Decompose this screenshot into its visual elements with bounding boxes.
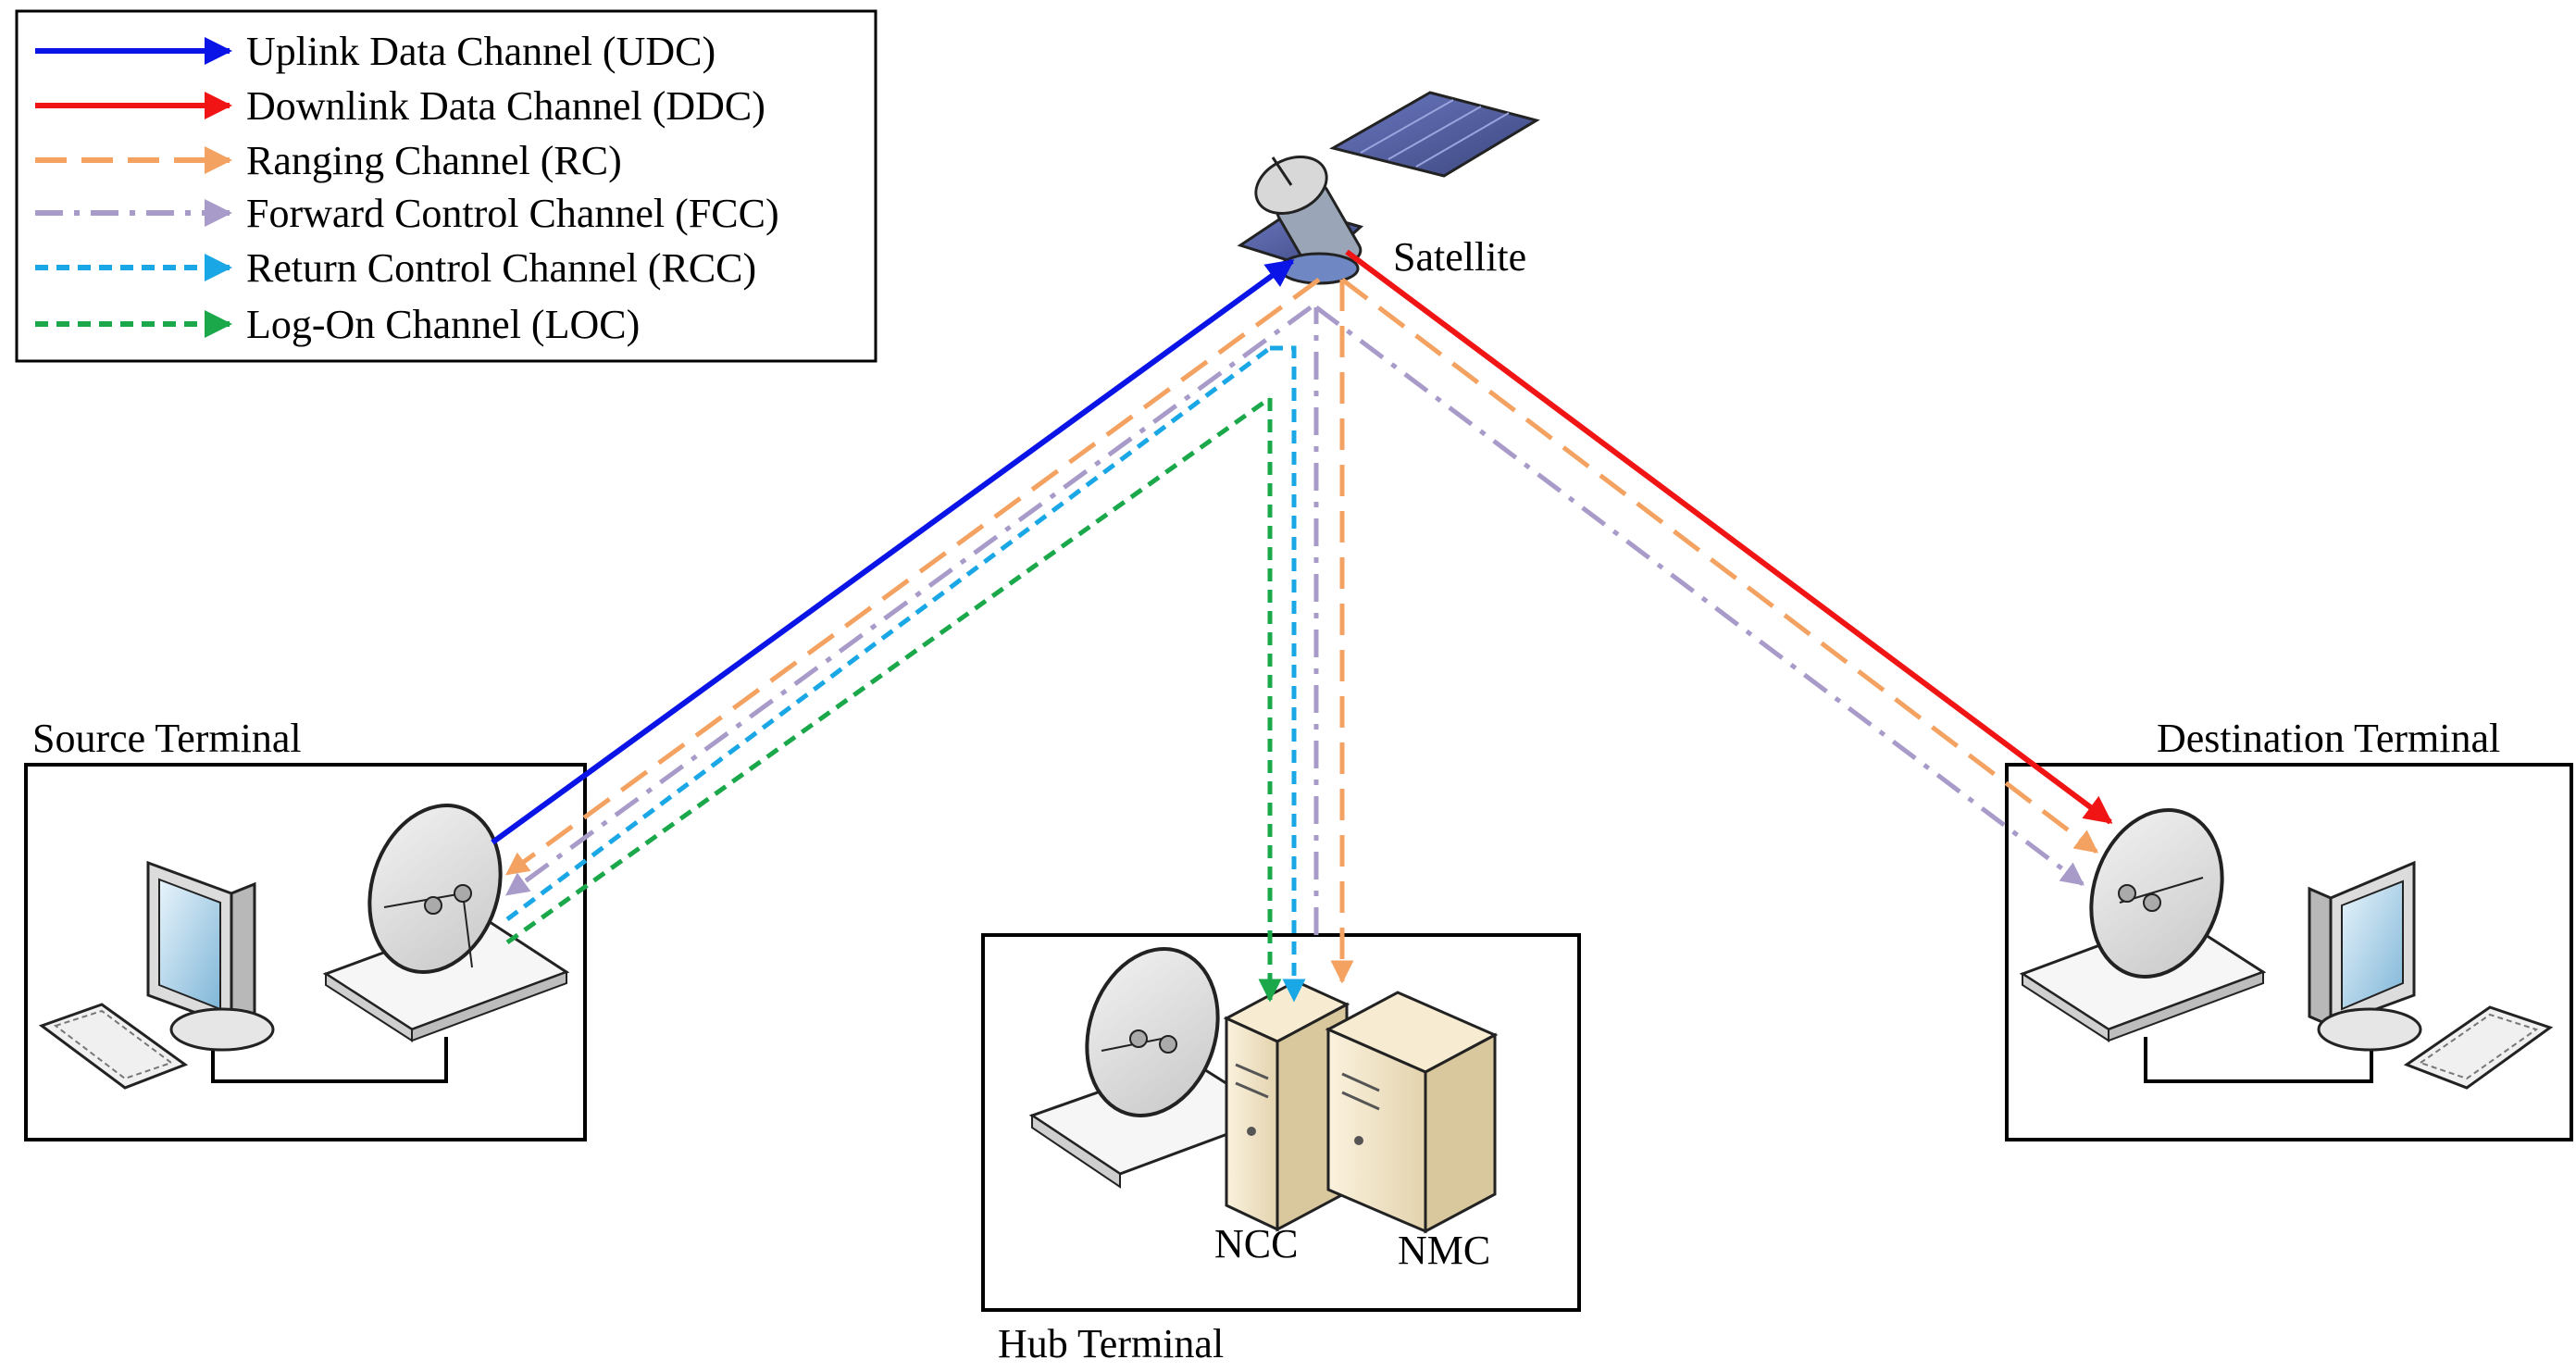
channel-links <box>491 249 2113 1003</box>
legend-label-rc: Ranging Channel (RC) <box>246 138 622 183</box>
nmc-server-icon <box>1325 991 1499 1234</box>
legend-item-rc: Ranging Channel (RC) <box>35 138 622 183</box>
fcc-link-source <box>504 305 1313 897</box>
satellite-dish-icon <box>1028 947 1281 1189</box>
keyboard-icon <box>2403 1005 2554 1090</box>
rc-link-destination <box>1340 278 2098 854</box>
satellite-dish-icon <box>322 804 570 1042</box>
legend-label-udc: Uplink Data Channel (UDC) <box>246 29 716 74</box>
rc-link-source <box>504 277 1321 877</box>
legend: Uplink Data Channel (UDC) Downlink Data … <box>15 9 877 363</box>
legend-item-rcc: Return Control Channel (RCC) <box>35 245 756 291</box>
satellite-dish-icon <box>2019 808 2267 1042</box>
destination-terminal-label: Destination Terminal <box>2157 716 2500 761</box>
hub-terminal: Hub Terminal NCC NMC <box>981 933 1581 1366</box>
fcc-link-destination <box>1314 306 2084 886</box>
keyboard-icon <box>38 1003 189 1090</box>
legend-item-fcc: Forward Control Channel (FCC) <box>35 191 779 236</box>
satellite-label: Satellite <box>1393 234 1526 280</box>
legend-item-loc: Log-On Channel (LOC) <box>35 302 640 347</box>
legend-label-fcc: Forward Control Channel (FCC) <box>246 191 779 236</box>
legend-label-rcc: Return Control Channel (RCC) <box>246 245 756 291</box>
legend-label-loc: Log-On Channel (LOC) <box>246 302 640 347</box>
ncc-label: NCC <box>1214 1221 1298 1266</box>
rcc-link-source <box>505 345 1272 922</box>
hub-terminal-label: Hub Terminal <box>998 1321 1224 1366</box>
nmc-label: NMC <box>1398 1228 1490 1273</box>
computer-monitor-icon <box>146 860 275 1052</box>
source-terminal: Source Terminal <box>24 716 587 1141</box>
source-terminal-label: Source Terminal <box>32 716 302 761</box>
loc-link-source <box>505 395 1272 945</box>
ddc-link <box>1345 249 2113 825</box>
legend-item-ddc: Downlink Data Channel (DDC) <box>35 83 765 129</box>
destination-terminal: Destination Terminal <box>2005 716 2573 1141</box>
rcc-link-hub <box>1270 345 1306 1003</box>
computer-monitor-icon <box>2308 860 2422 1052</box>
udc-link <box>491 258 1295 845</box>
legend-label-ddc: Downlink Data Channel (DDC) <box>246 83 765 129</box>
legend-item-udc: Uplink Data Channel (UDC) <box>35 29 716 74</box>
